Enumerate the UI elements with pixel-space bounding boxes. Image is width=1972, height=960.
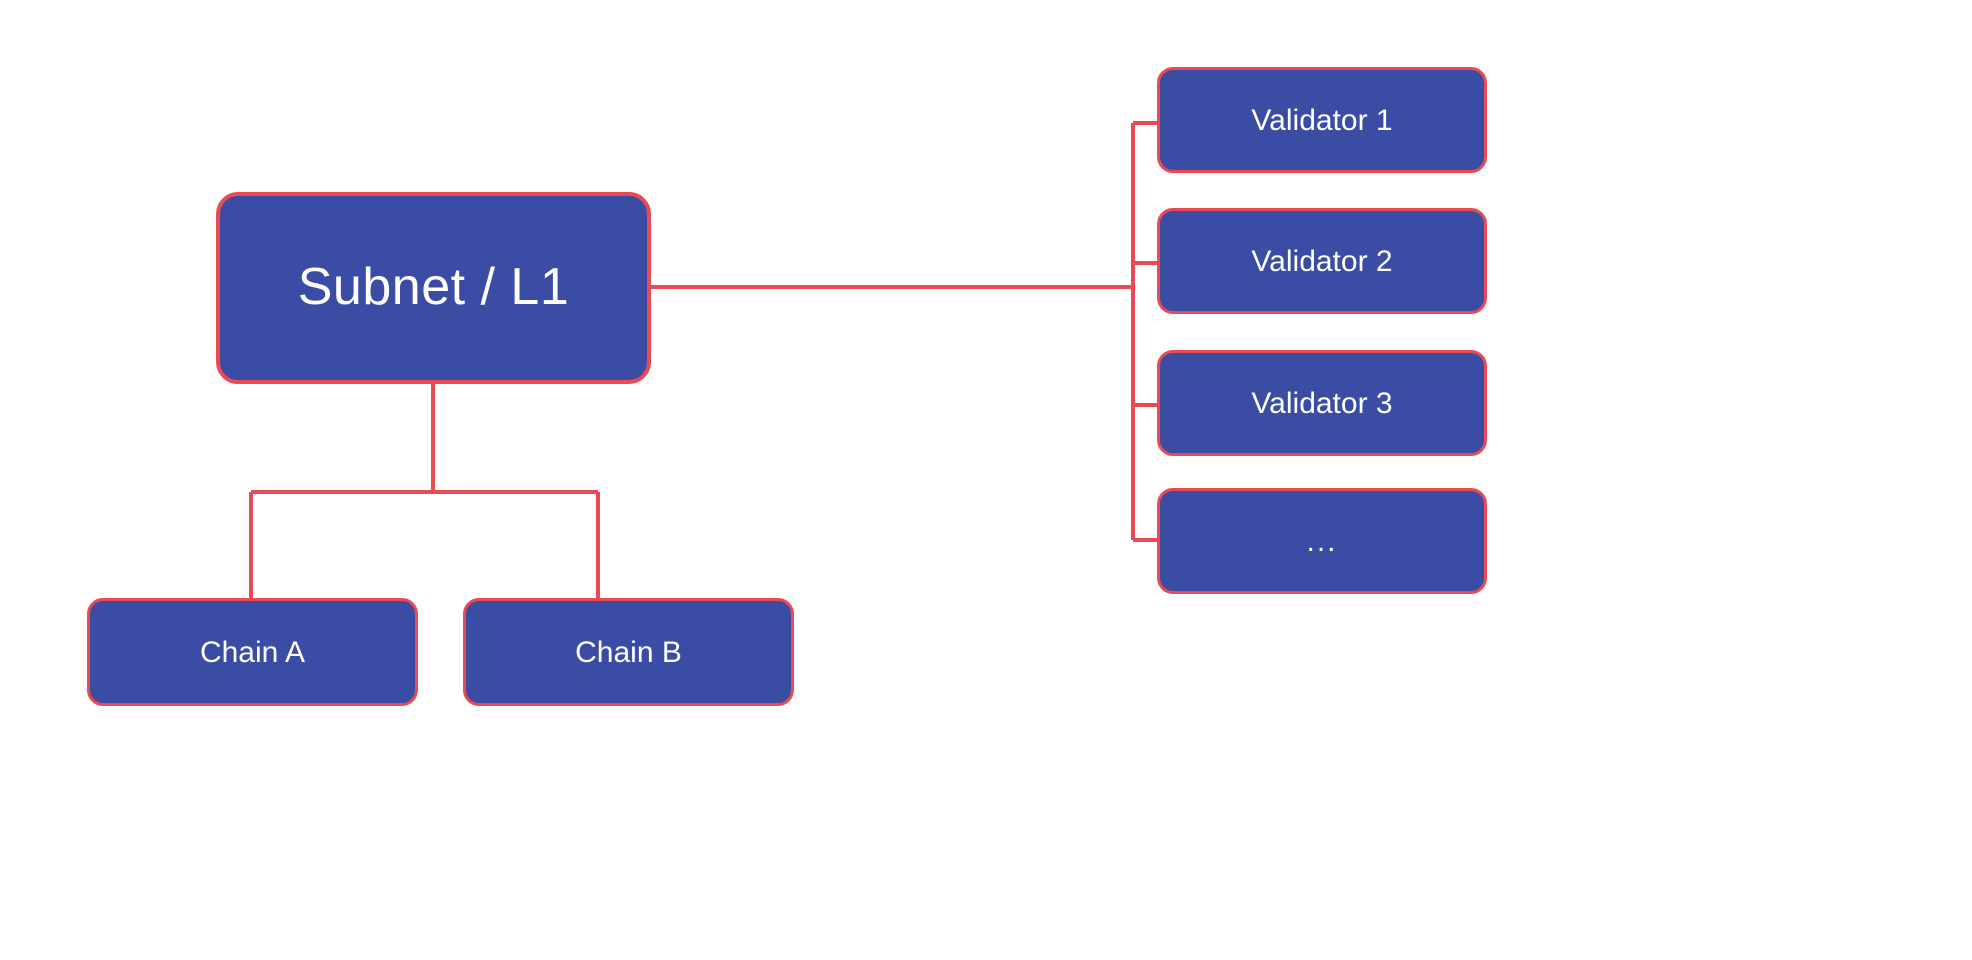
node-validator-2[interactable]: Validator 2 bbox=[1157, 208, 1487, 314]
node-validator-1-label: Validator 1 bbox=[1251, 103, 1393, 137]
node-validator-1[interactable]: Validator 1 bbox=[1157, 67, 1487, 173]
node-validator-2-label: Validator 2 bbox=[1251, 244, 1393, 278]
node-chain-a[interactable]: Chain A bbox=[87, 598, 418, 706]
node-validator-3-label: Validator 3 bbox=[1251, 386, 1393, 420]
node-validator-more[interactable]: ... bbox=[1157, 488, 1487, 594]
node-subnet-l1-label: Subnet / L1 bbox=[297, 258, 570, 317]
node-chain-b[interactable]: Chain B bbox=[463, 598, 794, 706]
node-subnet-l1[interactable]: Subnet / L1 bbox=[216, 192, 651, 384]
node-validator-more-label: ... bbox=[1306, 524, 1338, 558]
node-chain-b-label: Chain B bbox=[575, 635, 682, 669]
node-chain-a-label: Chain A bbox=[199, 635, 306, 669]
node-validator-3[interactable]: Validator 3 bbox=[1157, 350, 1487, 456]
